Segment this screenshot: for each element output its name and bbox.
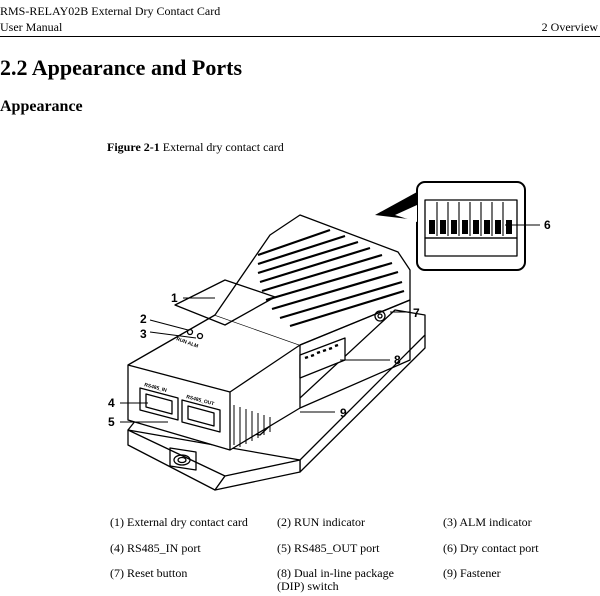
callout-3: 3 [140,327,147,341]
legend-item: (7) Reset button [110,566,188,580]
legend-item: (6) Dry contact port [443,541,539,555]
figure-caption-text: External dry contact card [162,140,284,154]
callout-6: 6 [544,218,551,232]
figure-caption: Figure 2-1 External dry contact card [107,140,284,155]
chapter-label: 2 Overview [541,20,598,34]
legend-item: (3) ALM indicator [443,515,532,529]
legend-item: (1) External dry contact card [110,515,248,529]
callout-8: 8 [394,353,401,367]
terminal-block-inset [375,181,526,271]
subsection-title: Appearance [0,98,83,115]
document-title: RMS-RELAY02B External Dry Contact Card [0,4,221,18]
legend-item: (5) RS485_OUT port [277,541,380,555]
legend-item: (2) RUN indicator [277,515,365,529]
callout-5: 5 [108,415,115,429]
legend-item: (9) Fastener [443,566,501,580]
figure-caption-label: Figure 2-1 [107,140,160,154]
legend-item: (8) Dual in-line package (DIP) switch [277,566,394,593]
label-rs485-in: RS485_IN [143,382,167,394]
dip-switch [299,337,346,379]
legend-item: (4) RS485_IN port [110,541,201,555]
fastener-base [127,309,426,491]
header-divider [0,36,600,37]
rs485-ports [139,387,221,433]
device-illustration: RS485_IN RS485_OUT RUN ALM 1 2 3 4 5 6 7… [108,181,551,491]
section-title: 2.2 Appearance and Ports [0,55,242,80]
manual-type: User Manual [0,20,63,34]
callout-9: 9 [340,406,347,420]
page-header: RMS-RELAY02B External Dry Contact Card U… [0,0,600,37]
card-body [127,214,411,451]
callout-1: 1 [171,291,178,305]
figure-legend: (1) External dry contact card (2) RUN in… [110,514,600,596]
callout-4: 4 [108,396,115,410]
callout-7: 7 [413,306,420,320]
callout-2: 2 [140,312,147,326]
